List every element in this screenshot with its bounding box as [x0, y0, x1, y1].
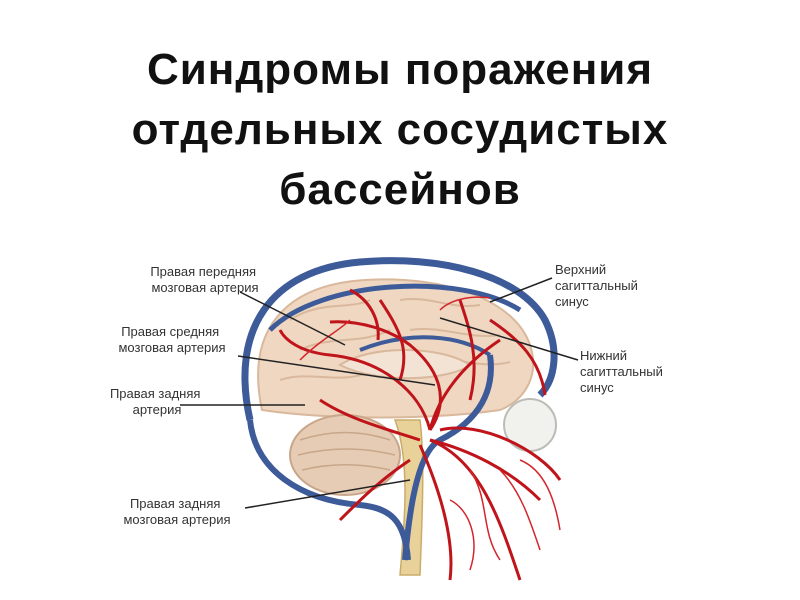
transverse-sinus: [247, 419, 411, 561]
leader-anterior-cerebral: [239, 291, 346, 346]
leader-lines: [180, 277, 579, 509]
slide-title: Синдромы поражения отдельных сосудистых …: [0, 40, 800, 220]
title-line-2: отдельных сосудистых: [131, 105, 669, 154]
leader-superior-sinus: [489, 277, 553, 303]
title-line-3: бассейнов: [279, 165, 521, 214]
label-middle-cerebral: Правая средняя мозговая артерия: [118, 324, 225, 355]
label-inferior-sinus: Нижний сагиттальный синус: [580, 348, 667, 395]
title-line-1: Синдромы поражения: [146, 45, 654, 94]
arteries: [278, 288, 562, 581]
straight-sinus: [402, 354, 494, 561]
label-superior-sinus: Верхний сагиттальный синус: [555, 262, 642, 309]
superior-sagittal-sinus: [268, 283, 522, 332]
venous-outline: [241, 257, 558, 421]
brain-illustration: [241, 257, 562, 581]
inferior-sagittal-sinus: [359, 335, 492, 357]
label-posterior-artery: Правая задняя артерия: [110, 386, 204, 417]
label-posterior-cerebral: Правая задняя мозговая артерия: [123, 496, 230, 527]
leader-posterior-cerebral: [244, 479, 411, 509]
leader-inferior-sinus: [439, 317, 579, 361]
leader-middle-cerebral: [237, 355, 436, 386]
labels: Правая передняя мозговая артерия Правая …: [110, 262, 667, 527]
label-anterior-cerebral: Правая передняя мозговая артерия: [150, 264, 259, 295]
